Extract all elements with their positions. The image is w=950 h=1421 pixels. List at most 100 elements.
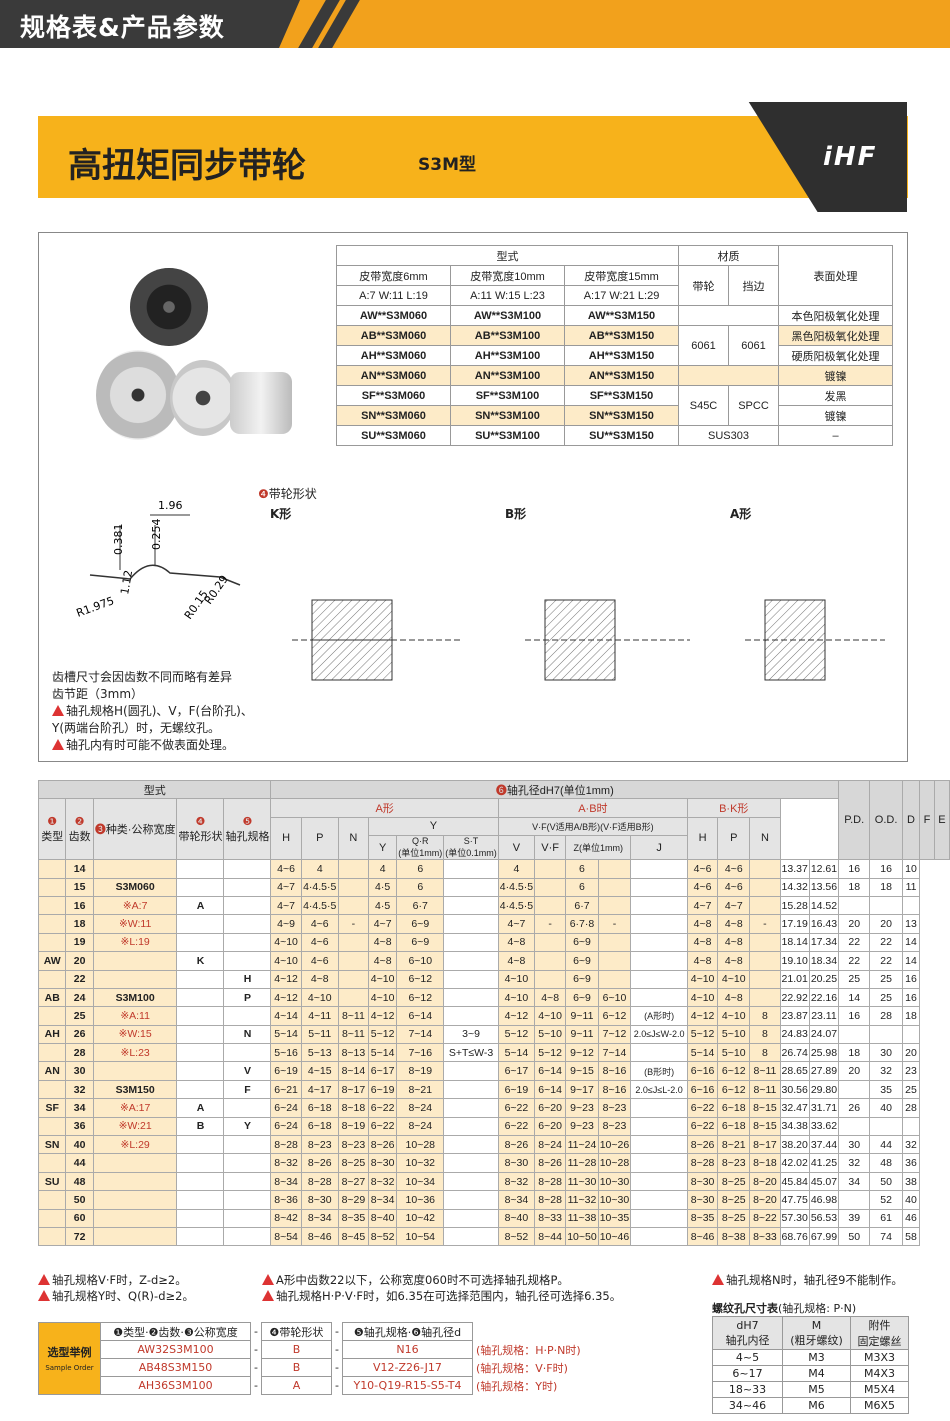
- table-cell: [749, 932, 781, 953]
- table-cell: ※W:11: [92, 914, 178, 934]
- table-cell: 8~25: [717, 1171, 751, 1192]
- table-cell: 30.56: [779, 1079, 810, 1100]
- table-cell: 7~14: [597, 1043, 632, 1063]
- table-cell: SN: [37, 1135, 67, 1155]
- table-cell: [223, 895, 272, 916]
- table-cell: [749, 951, 781, 971]
- table-cell: 57.30: [779, 1208, 810, 1228]
- bk-h-header: H: [686, 816, 719, 861]
- table-cell: F: [223, 1079, 272, 1100]
- table-cell: 4~9: [270, 914, 302, 934]
- table-cell: 9~12: [565, 1043, 599, 1063]
- order-blank: [472, 1323, 602, 1341]
- table-cell: 4~10: [270, 932, 302, 953]
- table-cell: [443, 932, 499, 953]
- type-header: 型式: [336, 245, 679, 266]
- table-cell: 34.38: [779, 1116, 810, 1137]
- surface-value: 黑色阳极氧化处理: [778, 325, 893, 346]
- p-header: P: [300, 816, 339, 861]
- od-header: O.D.: [869, 779, 903, 861]
- black-pulley-photo: [130, 268, 208, 346]
- table-cell: [223, 1153, 272, 1173]
- table-cell: [176, 969, 225, 989]
- table-cell: 4: [497, 859, 536, 879]
- a-shape-header: A形: [270, 798, 499, 818]
- table-cell: 60: [65, 1208, 94, 1228]
- table-cell: ※A:17: [92, 1098, 178, 1118]
- table-cell: 8~35: [686, 1208, 719, 1228]
- table-cell: 16: [838, 859, 871, 879]
- table-cell: [176, 1208, 225, 1228]
- table-cell: 8~34: [367, 1190, 398, 1210]
- a-shape-label: A形: [730, 507, 752, 521]
- table-cell: 6: [396, 877, 445, 897]
- part-number: SN**S3M150: [564, 405, 679, 426]
- table-cell: [534, 969, 567, 989]
- table-cell: 4~11: [300, 1006, 339, 1026]
- shape-heading: ❹带轮形状: [258, 487, 317, 501]
- table-cell: 4~12: [367, 1006, 398, 1026]
- table-cell: 8~28: [686, 1153, 719, 1173]
- product-subtitle: S3M型: [418, 155, 476, 175]
- table-cell: 4~10: [300, 987, 339, 1008]
- table-cell: [223, 951, 272, 971]
- part-number: SF**S3M150: [564, 385, 679, 406]
- table-cell: 8~23: [717, 1153, 751, 1173]
- b-shape-label: B形: [505, 507, 527, 521]
- table-cell: 4~15: [300, 1061, 339, 1081]
- table-cell: [37, 859, 67, 879]
- table-cell: 4: [300, 859, 339, 879]
- pulley-material-header: 带轮: [678, 265, 729, 306]
- order-bore: N16: [341, 1340, 473, 1359]
- table-cell: 8~18: [749, 1153, 781, 1173]
- table-cell: 9~17: [565, 1079, 599, 1100]
- pulley-material-steel: S45C: [678, 385, 729, 426]
- table-cell: 8~40: [367, 1208, 398, 1228]
- table-cell: [37, 1116, 67, 1137]
- table-cell: [337, 932, 370, 953]
- table-cell: 35: [869, 1079, 903, 1100]
- e-header: E: [933, 779, 950, 861]
- part-number: SN**S3M060: [336, 405, 451, 426]
- table-cell: 8~23: [300, 1135, 339, 1155]
- table-cell: 8~19: [337, 1116, 370, 1137]
- table-cell: 8: [749, 1006, 781, 1026]
- table-cell: 6: [565, 877, 599, 897]
- table-cell: V: [223, 1061, 272, 1081]
- table-cell: [534, 877, 567, 897]
- table-cell: 8~18: [337, 1098, 370, 1118]
- table-cell: 32.47: [779, 1098, 810, 1118]
- table-cell: S+T≤W-3: [443, 1043, 499, 1063]
- table-cell: 5~12: [686, 1024, 719, 1045]
- table-cell: 8~30: [367, 1153, 398, 1173]
- table-cell: 8~36: [270, 1190, 302, 1210]
- order-note: (轴孔规格：V·F时): [475, 1361, 568, 1375]
- table-cell: [223, 1043, 272, 1063]
- pd-header: P.D.: [838, 779, 871, 861]
- table-cell: 46.98: [808, 1190, 840, 1210]
- table-cell: AW: [37, 951, 67, 971]
- screw-cell: M4X3: [850, 1365, 909, 1382]
- table-cell: 8~22: [749, 1208, 781, 1228]
- table-cell: 5~14: [497, 1043, 536, 1063]
- table-cell: [630, 987, 688, 1008]
- warning-icon: [712, 1274, 724, 1285]
- table-cell: 8~11: [337, 1024, 370, 1045]
- part-number: SU**S3M150: [564, 425, 679, 446]
- table-cell: 10~50: [565, 1226, 599, 1247]
- material-table: 型式 材质 表面处理 皮带宽度6mm 皮带宽度10mm 皮带宽度15mm 带轮 …: [336, 245, 893, 446]
- flange-material-steel: SPCC: [728, 385, 779, 426]
- table-cell: 4~6: [300, 914, 339, 934]
- table-cell: 14.32: [779, 877, 810, 897]
- table-cell: [630, 951, 688, 971]
- table-cell: 4~10: [497, 987, 536, 1008]
- footnote-4: 轴孔规格H·P·V·F时，如6.35在可选择范围内，轴孔径可选择6.35。: [262, 1288, 621, 1304]
- table-cell: A: [176, 1098, 225, 1118]
- table-cell: [443, 1135, 499, 1155]
